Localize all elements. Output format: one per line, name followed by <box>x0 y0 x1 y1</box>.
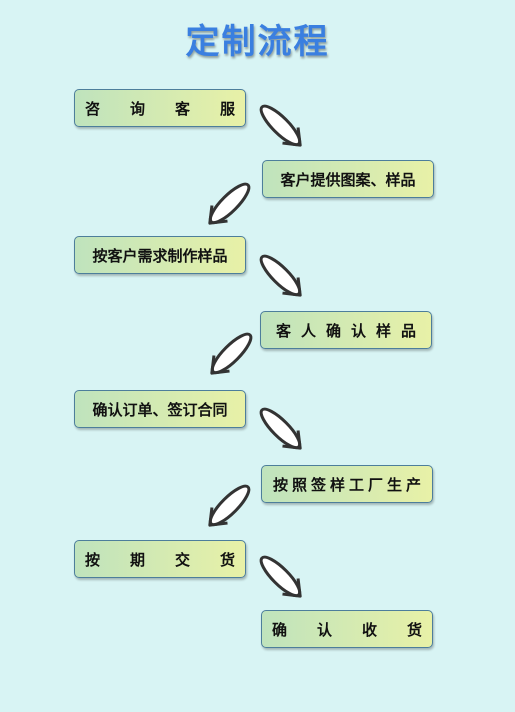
step-7-deliver-on-time: 按期交货 <box>74 540 246 578</box>
page-title: 定制流程 <box>185 22 330 62</box>
step-5-confirm-order-sign-contract: 确认订单、签订合同 <box>74 390 246 428</box>
arrow-down-right-icon <box>259 254 302 297</box>
step-8-confirm-receipt: 确认收货 <box>261 610 433 648</box>
step-3-make-sample: 按客户需求制作样品 <box>74 236 246 274</box>
arrow-down-right-icon <box>259 555 302 598</box>
arrow-down-left-icon <box>208 484 251 527</box>
step-1-consult-service: 咨询客服 <box>74 89 246 127</box>
arrow-down-left-icon <box>208 182 251 225</box>
arrow-down-right-icon <box>259 104 302 147</box>
step-2-customer-provides-design: 客户提供图案、样品 <box>262 160 434 198</box>
arrow-down-left-icon <box>210 332 253 375</box>
step-4-customer-confirms-sample: 客人确认样品 <box>260 311 432 349</box>
step-6-factory-production: 按照签样工厂生产 <box>261 465 433 503</box>
arrow-down-right-icon <box>259 407 302 450</box>
